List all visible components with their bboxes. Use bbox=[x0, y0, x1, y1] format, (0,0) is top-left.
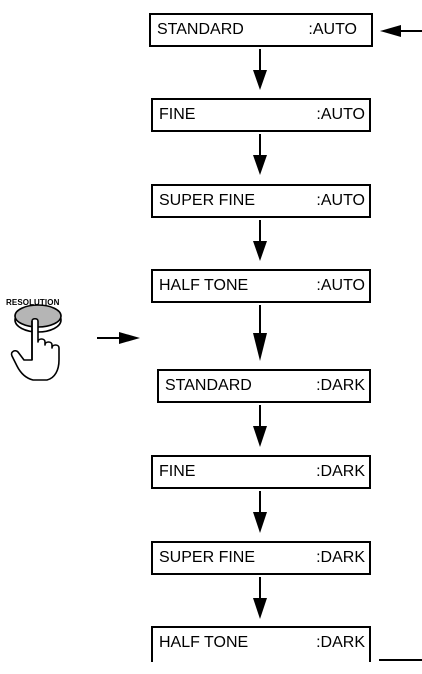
pointing-hand-icon bbox=[10, 317, 60, 381]
display-mode-text: STANDARD bbox=[157, 21, 244, 38]
left-arrow-icon bbox=[380, 25, 422, 37]
display-mode-text: FINE bbox=[159, 106, 196, 123]
display-super-fine-auto: SUPER FINE :AUTO bbox=[151, 184, 371, 218]
display-setting-text: :AUTO bbox=[316, 192, 365, 209]
display-setting-text: :AUTO bbox=[316, 106, 365, 123]
display-half-tone-dark: HALF TONE :DARK bbox=[151, 626, 371, 662]
right-arrow-icon bbox=[97, 332, 140, 344]
display-mode-text: FINE bbox=[159, 463, 196, 480]
display-setting-text: :DARK bbox=[316, 377, 365, 394]
display-mode-text: HALF TONE bbox=[159, 277, 249, 294]
down-arrow-icon bbox=[253, 305, 267, 361]
display-setting-text: :DARK bbox=[316, 634, 365, 651]
down-arrow-icon bbox=[253, 577, 267, 619]
resolution-key-label: RESOLUTION bbox=[6, 298, 60, 307]
display-mode-text: SUPER FINE bbox=[159, 549, 256, 566]
display-half-tone-auto: HALF TONE :AUTO bbox=[151, 269, 371, 303]
display-standard-auto: STANDARD :AUTO bbox=[149, 13, 373, 47]
display-setting-text: :AUTO bbox=[308, 21, 357, 38]
down-arrow-icon bbox=[253, 491, 267, 533]
display-fine-auto: FINE :AUTO bbox=[151, 98, 371, 132]
display-fine-dark: FINE :DARK bbox=[151, 455, 371, 489]
display-mode-text: STANDARD bbox=[165, 377, 252, 394]
display-mode-text: HALF TONE bbox=[159, 634, 249, 651]
display-super-fine-dark: SUPER FINE :DARK bbox=[151, 541, 371, 575]
down-arrow-icon bbox=[253, 220, 267, 261]
down-arrow-icon bbox=[253, 49, 267, 90]
display-standard-dark: STANDARD :DARK bbox=[157, 369, 371, 403]
down-arrow-icon bbox=[253, 405, 267, 447]
display-setting-text: :DARK bbox=[316, 463, 365, 480]
down-arrow-icon bbox=[253, 134, 267, 175]
display-setting-text: :DARK bbox=[316, 549, 365, 566]
display-setting-text: :AUTO bbox=[316, 277, 365, 294]
display-mode-text: SUPER FINE bbox=[159, 192, 256, 209]
